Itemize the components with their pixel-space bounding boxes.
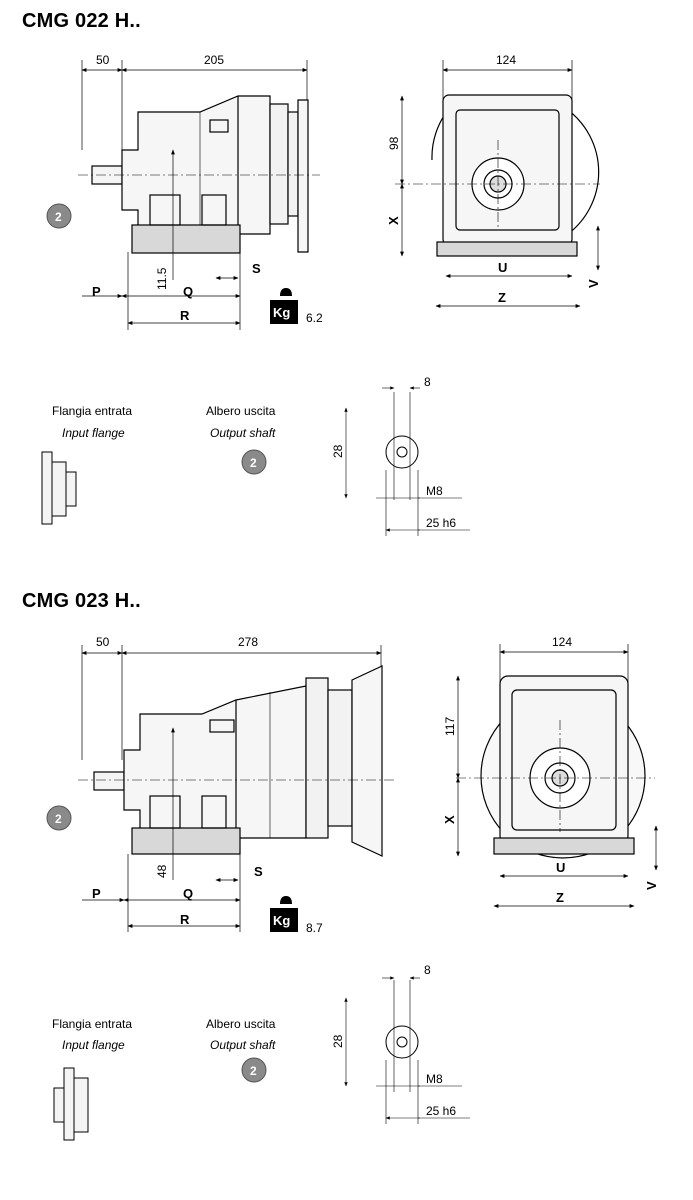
s2-letter-z: Z — [556, 890, 564, 905]
s2-output-shaft-it: Albero uscita — [206, 1017, 276, 1031]
s2-dim-w: 124 — [552, 635, 572, 649]
s1-letter-v: V — [586, 279, 601, 288]
s2-shaft-dia: 25 h6 — [426, 1104, 456, 1118]
s1-shaft-dia: 25 h6 — [426, 516, 456, 530]
s2-letter-s: S — [254, 864, 263, 879]
s2-letter-v: V — [644, 881, 659, 890]
s1-kg-label: Kg — [273, 305, 290, 320]
s2-shaft-detail — [344, 976, 470, 1124]
s1-side-view — [78, 60, 320, 330]
s1-output-badge-icon — [241, 449, 267, 475]
s2-weight-icon — [270, 896, 298, 932]
s1-input-flange-en: Input flange — [62, 426, 125, 440]
s1-shaft-key: 8 — [424, 375, 431, 389]
s2-output-badge-icon — [241, 1057, 267, 1083]
s2-front-view — [456, 644, 658, 908]
s2-badge-icon — [46, 805, 72, 831]
s2-output-shaft-en: Output shaft — [210, 1038, 276, 1052]
s2-dim-s: 48 — [155, 864, 169, 878]
section-title-cmg-022: CMG 022 H.. — [22, 10, 141, 32]
s1-letter-p: P — [92, 284, 101, 299]
s1-letter-q: Q — [183, 284, 193, 299]
s2-input-flange-en: Input flange — [62, 1038, 125, 1052]
s1-letter-r: R — [180, 308, 190, 323]
s1-letter-x: X — [386, 216, 401, 225]
s1-shaft-detail — [344, 386, 470, 536]
s1-shaft-height: 28 — [331, 444, 345, 458]
s2-flange-thumb — [53, 1067, 89, 1141]
s2-shaft-height: 28 — [331, 1034, 345, 1048]
s2-letter-u: U — [556, 860, 565, 875]
s1-weight-value: 6.2 — [306, 311, 323, 325]
s1-output-badge-text: 2 — [250, 456, 257, 470]
s1-flange-thumb — [41, 451, 77, 525]
s1-front-view — [395, 60, 600, 308]
s1-badge-text: 2 — [55, 210, 62, 224]
s2-shaft-thread: M8 — [426, 1072, 443, 1086]
s2-letter-x: X — [442, 815, 457, 824]
s1-weight-icon — [270, 288, 298, 324]
s1-dim-a: 50 — [96, 53, 110, 67]
s1-letter-z: Z — [498, 290, 506, 305]
s1-input-flange-it: Flangia entrata — [52, 404, 133, 418]
s2-side-view — [78, 645, 396, 932]
s2-weight-value: 8.7 — [306, 921, 323, 935]
s2-dim-a: 50 — [96, 635, 110, 649]
s1-letter-u: U — [498, 260, 507, 275]
s1-letter-s: S — [252, 261, 261, 276]
s1-badge-icon — [46, 203, 72, 229]
section-title-cmg-023: CMG 023 H.. — [22, 590, 141, 612]
s1-output-shaft-it: Albero uscita — [206, 404, 276, 418]
s2-letter-r: R — [180, 912, 190, 927]
s2-dim-h: 117 — [443, 717, 457, 736]
s1-dim-b: 205 — [204, 53, 224, 67]
s1-output-shaft-en: Output shaft — [210, 426, 276, 440]
s2-dim-b: 278 — [238, 635, 258, 649]
s2-input-flange-it: Flangia entrata — [52, 1017, 133, 1031]
s2-output-badge-text: 2 — [250, 1064, 257, 1078]
s2-badge-text: 2 — [55, 812, 62, 826]
s1-dim-w: 124 — [496, 53, 516, 67]
s2-letter-p: P — [92, 886, 101, 901]
s1-dim-h: 98 — [387, 136, 401, 150]
s2-shaft-key: 8 — [424, 963, 431, 977]
s2-letter-q: Q — [183, 886, 193, 901]
s2-kg-label: Kg — [273, 913, 290, 928]
s1-dim-s: 11.5 — [155, 267, 169, 290]
s1-shaft-thread: M8 — [426, 484, 443, 498]
